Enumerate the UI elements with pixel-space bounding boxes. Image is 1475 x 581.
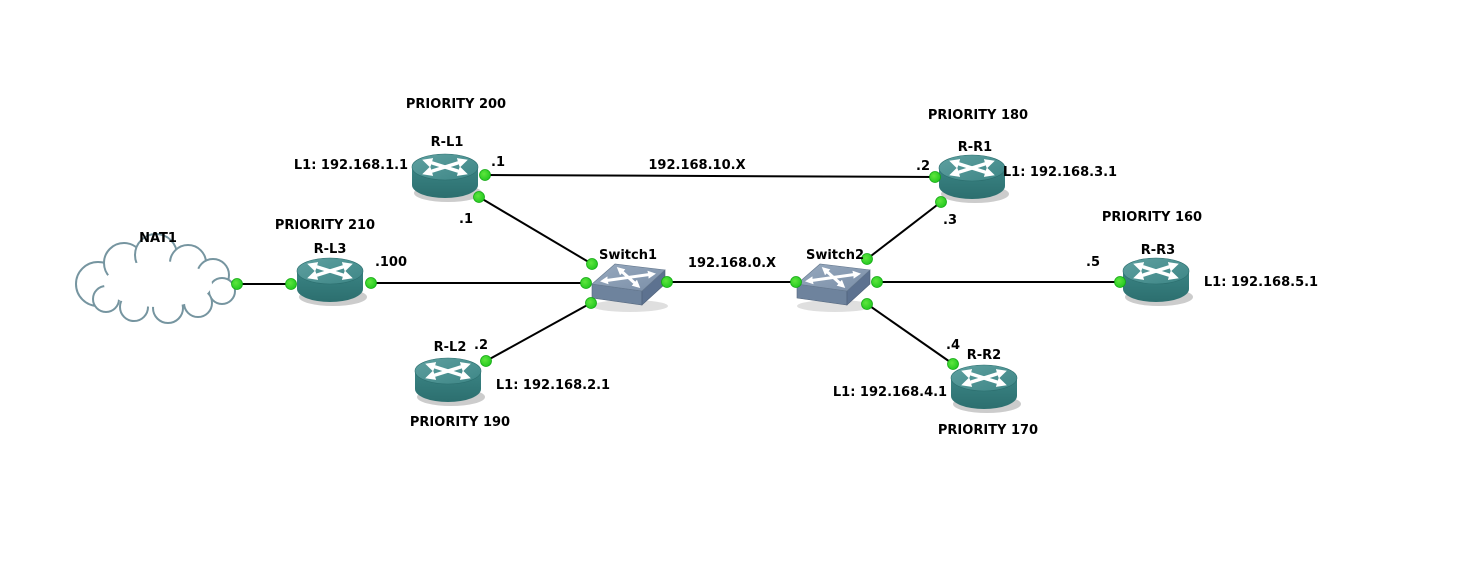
l1-address-label-r-r1: L1: 192.168.3.1 (1003, 165, 1117, 180)
link-r-l1-r-r1[interactable] (484, 174, 936, 178)
endpoint-dot-r-r2 (947, 358, 959, 370)
node-name-switch1: Switch1 (599, 248, 657, 263)
endpoint-dot-switch1-top (586, 258, 598, 270)
endpoint-dot-switch1-left (580, 277, 592, 289)
l1-address-label-r-r2: L1: 192.168.4.1 (833, 385, 947, 400)
endpoint-dot-nat1 (231, 278, 243, 290)
link-switch2-r-r2[interactable] (866, 303, 954, 365)
endpoint-dot-switch2-bottom (861, 298, 873, 310)
endpoint-dot-r-l3-left (285, 278, 297, 290)
interface-label-r-r1-wan: .2 (916, 159, 930, 174)
interface-label-r-l1-wan: .1 (491, 155, 505, 170)
endpoint-dot-r-l3-right (365, 277, 377, 289)
endpoint-dot-switch2-top (861, 253, 873, 265)
network-label-192-168-10: 192.168.10.X (648, 158, 745, 173)
endpoint-dot-switch1-right (661, 276, 673, 288)
router-icon (939, 155, 1009, 203)
priority-label-r-r3: PRIORITY 160 (1102, 210, 1202, 225)
node-name-r-r1: R-R1 (958, 140, 992, 155)
link-switch2-r-r1[interactable] (866, 201, 942, 260)
node-switch1[interactable] (592, 264, 668, 312)
router-icon (1123, 258, 1193, 306)
endpoint-dot-r-l2 (480, 355, 492, 367)
ethernet-switch-icon (592, 264, 668, 312)
priority-label-r-r2: PRIORITY 170 (938, 423, 1038, 438)
node-nat1[interactable] (75, 233, 236, 324)
node-name-nat1: NAT1 (139, 231, 177, 246)
link-r-l1-switch1[interactable] (478, 196, 593, 265)
node-r-r2[interactable] (951, 365, 1021, 413)
router-icon (415, 358, 485, 406)
l1-address-label-r-l2: L1: 192.168.2.1 (496, 378, 610, 393)
endpoint-dot-switch1-bottom (585, 297, 597, 309)
l1-address-label-r-l1: L1: 192.168.1.1 (294, 158, 408, 173)
node-name-r-l2: R-L2 (434, 340, 467, 355)
endpoint-dot-r-l1-bottom (473, 191, 485, 203)
priority-label-r-l2: PRIORITY 190 (410, 415, 510, 430)
interface-label-r-r3: .5 (1086, 255, 1100, 270)
router-icon (412, 154, 482, 202)
endpoint-dot-r-r1-bottom (935, 196, 947, 208)
node-r-r1[interactable] (939, 155, 1009, 203)
router-icon (297, 258, 367, 306)
cloud-bump (208, 277, 236, 305)
node-r-l2[interactable] (415, 358, 485, 406)
node-r-r3[interactable] (1123, 258, 1193, 306)
link-r-l2-switch1[interactable] (485, 302, 592, 362)
endpoint-dot-switch2-left (790, 276, 802, 288)
interface-label-r-l3-100: .100 (375, 255, 407, 270)
node-name-r-r3: R-R3 (1141, 243, 1175, 258)
interface-label-r-l1-lan: .1 (459, 212, 473, 227)
node-name-r-l1: R-L1 (431, 135, 464, 150)
node-name-switch2: Switch2 (806, 248, 864, 263)
node-name-r-r2: R-R2 (967, 348, 1001, 363)
node-name-r-l3: R-L3 (314, 242, 347, 257)
router-icon (951, 365, 1021, 413)
node-r-l3[interactable] (297, 258, 367, 306)
interface-label-r-r1-lan: .3 (943, 213, 957, 228)
endpoint-dot-switch2-right (871, 276, 883, 288)
priority-label-r-l3: PRIORITY 210 (275, 218, 375, 233)
l1-address-label-r-r3: L1: 192.168.5.1 (1204, 275, 1318, 290)
cloud-body (104, 261, 212, 307)
endpoint-dot-r-r3 (1114, 276, 1126, 288)
interface-label-r-l2: .2 (474, 338, 488, 353)
endpoint-dot-r-l1-right (479, 169, 491, 181)
interface-label-r-r2: .4 (946, 338, 960, 353)
endpoint-dot-r-r1-left (929, 171, 941, 183)
priority-label-r-l1: PRIORITY 200 (406, 97, 506, 112)
node-r-l1[interactable] (412, 154, 482, 202)
network-label-192-168-0: 192.168.0.X (688, 256, 776, 271)
priority-label-r-r1: PRIORITY 180 (928, 108, 1028, 123)
